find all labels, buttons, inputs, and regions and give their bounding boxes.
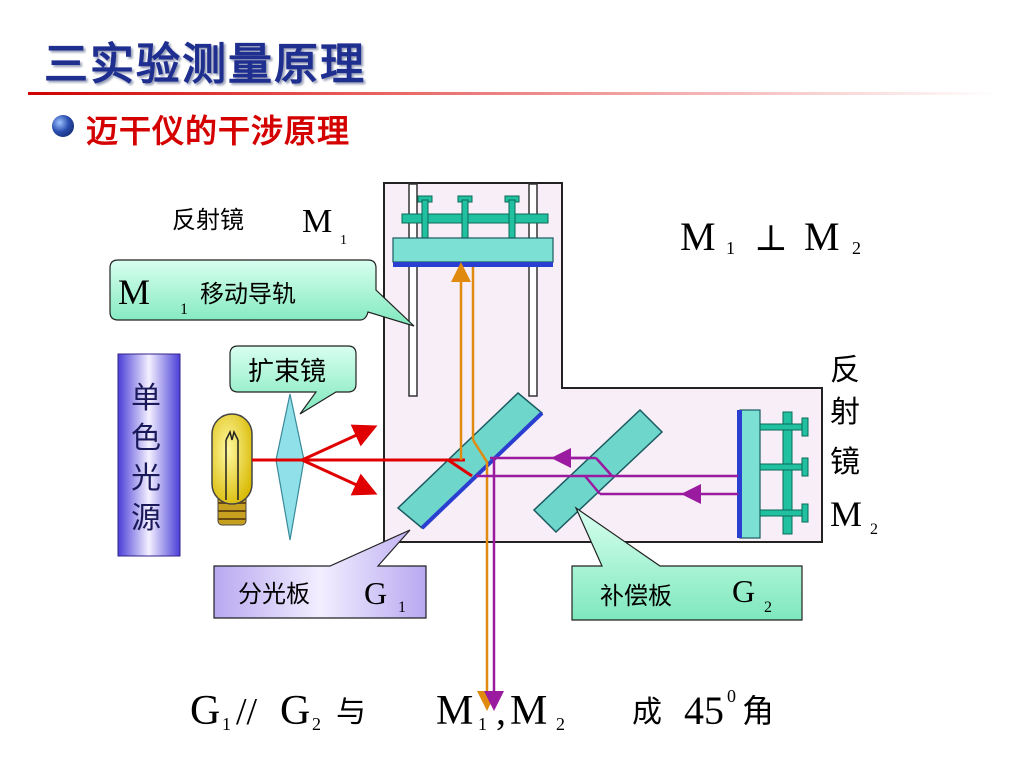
- title-underline: [28, 92, 998, 95]
- mirror2-sub: 2: [870, 521, 878, 538]
- mirror2-label-char-2: 射: [830, 395, 860, 430]
- formula-m2-sub: 2: [556, 714, 565, 734]
- formula-angle-sup: 0: [727, 686, 736, 706]
- mirror2-symbol: M: [830, 494, 862, 534]
- splitter-callout: [213, 529, 427, 619]
- rail-label: 移动导轨: [200, 280, 296, 308]
- compensator-callout: [571, 506, 803, 621]
- expander-label: 扩束镜: [248, 357, 326, 387]
- mirror1-symbol: M: [302, 203, 332, 240]
- expander-callout: [229, 345, 357, 415]
- perp-m1: M: [680, 214, 716, 259]
- guide-rail-right: [528, 183, 538, 397]
- bottom-formula: G 1 // G 2 与 M 1 , M 2 成 45 0 角: [190, 686, 774, 734]
- formula-g2-sub: 2: [312, 714, 321, 734]
- formula-parallel: //: [236, 691, 258, 733]
- mirror1-sub: 1: [340, 233, 347, 248]
- purple-beams: [476, 448, 738, 711]
- splitter-sub: 1: [398, 599, 406, 616]
- formula-m1: M: [436, 688, 473, 734]
- mirror1-label: 反射镜: [172, 206, 244, 234]
- formula-into: 成: [632, 695, 662, 730]
- perp-m1-sub: 1: [726, 238, 735, 258]
- splitter-symbol: G: [364, 575, 387, 611]
- formula-angle-unit: 角: [742, 692, 774, 730]
- beam-splitter-g1: [396, 391, 544, 530]
- formula-with: 与: [336, 695, 366, 730]
- source-char-2: 色: [131, 421, 161, 456]
- formula-m2: M: [510, 688, 547, 734]
- source-char-4: 源: [131, 501, 161, 536]
- formula-comma: ,: [496, 688, 506, 733]
- perp-m2-sub: 2: [852, 238, 861, 258]
- formula-g1-sub: 1: [222, 714, 231, 734]
- rail-sub: 1: [180, 301, 188, 318]
- compensator-sub: 2: [764, 599, 772, 616]
- perp-sign: ⊥: [754, 218, 788, 258]
- perp-m2: M: [804, 214, 840, 259]
- section-subtitle: 迈干仪的干涉原理: [86, 112, 351, 150]
- compensator-symbol: G: [732, 573, 755, 609]
- orange-beams: [451, 262, 497, 711]
- splitter-label: 分光板: [238, 580, 310, 608]
- rail-callout: [109, 259, 415, 327]
- formula-m1-sub: 1: [478, 714, 487, 734]
- mirror-m1-assembly: [392, 195, 554, 267]
- light-source-box: [117, 353, 181, 557]
- source-char-3: 光: [131, 461, 161, 496]
- bullet-icon: [52, 115, 74, 137]
- compensator-label: 补偿板: [600, 582, 672, 610]
- bulb-icon: [211, 413, 253, 526]
- mirror2-label-char-3: 镜: [830, 445, 860, 480]
- formula-g2: G: [280, 688, 310, 734]
- expander-lens: [275, 393, 305, 541]
- guide-rail-left: [408, 183, 418, 397]
- page-title: 三实验测量原理: [44, 39, 366, 90]
- mirror2-label-char-1: 反: [830, 353, 860, 388]
- mirror-m2-assembly: [737, 409, 809, 539]
- rail-symbol: M: [118, 272, 150, 312]
- source-char-1: 单: [131, 381, 161, 416]
- formula-angle: 45: [684, 688, 724, 733]
- formula-g1: G: [190, 688, 220, 734]
- red-beams: [252, 424, 473, 496]
